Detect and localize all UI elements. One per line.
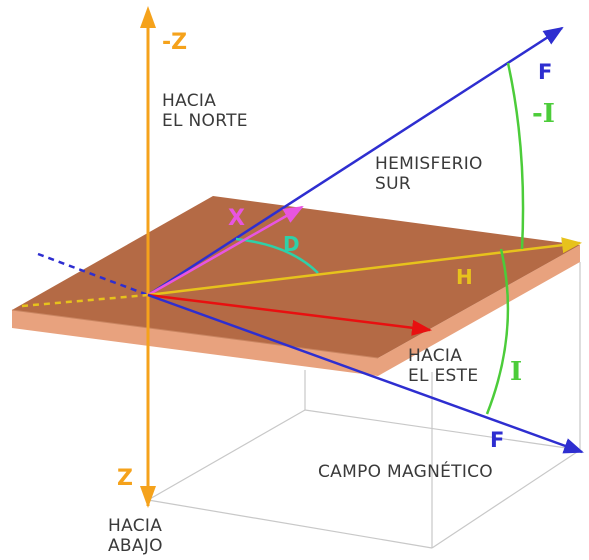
- east-caption: HACIA EL ESTE: [408, 346, 479, 386]
- east-vector: [147, 293, 432, 336]
- reference-box: [147, 252, 581, 549]
- south-hemisphere-caption: HEMISFERIO SUR: [375, 154, 483, 194]
- down-caption: HACIA ABAJO: [108, 516, 163, 556]
- z-axis-arrow-up: [140, 6, 156, 28]
- field-vector-dashed-extension: [37, 252, 149, 297]
- plane-edge: [12, 245, 580, 376]
- north-caption: HACIA EL NORTE: [162, 91, 248, 131]
- south-hemisphere-line-2: SUR: [375, 173, 411, 194]
- horizontal-vector: [147, 237, 582, 297]
- inclination-arc-lower: [485, 248, 510, 415]
- h-label: H: [456, 265, 473, 289]
- down-caption-line-1: HACIA: [108, 516, 163, 536]
- down-caption-line-2: ABAJO: [108, 535, 163, 556]
- minus-i-label: -I: [532, 99, 555, 129]
- east-caption-line-1: HACIA: [408, 346, 463, 366]
- z-axis-arrow-down: [140, 486, 156, 508]
- north-caption-line-1: HACIA: [162, 91, 217, 111]
- field-vector-upper: [147, 26, 564, 297]
- x-vector: [147, 205, 304, 297]
- inclination-arc-upper: [506, 62, 525, 250]
- north-caption-line-2: EL NORTE: [162, 110, 248, 131]
- east-caption-line-2: EL ESTE: [408, 365, 479, 386]
- south-hemisphere-line-1: HEMISFERIO: [375, 154, 483, 174]
- field-vector-lower: [147, 293, 584, 454]
- f-top-label: F: [538, 60, 553, 84]
- d-label: D: [283, 232, 300, 256]
- declination-arc: [235, 237, 319, 274]
- f-bottom-label: F: [490, 428, 505, 452]
- field-caption: CAMPO MAGNÉTICO: [318, 462, 493, 482]
- minus-z-label: -Z: [162, 30, 188, 55]
- z-label: Z: [117, 466, 133, 491]
- x-label: X: [228, 206, 245, 231]
- i-label: I: [510, 357, 523, 387]
